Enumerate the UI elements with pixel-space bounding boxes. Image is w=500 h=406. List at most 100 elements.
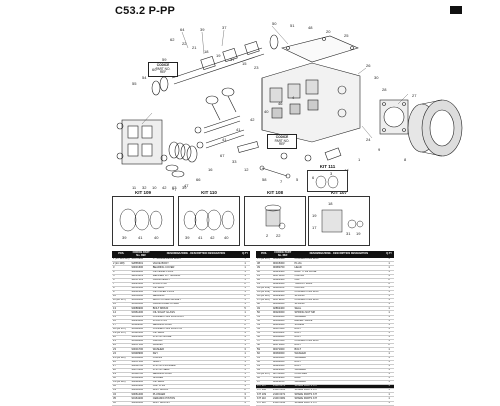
cell-description: BOLT (293, 343, 385, 349)
parts-tables: POS. CODICE PART No. REF DENOMINAZIONE -… (112, 251, 394, 406)
cell-quantity: 1 (384, 364, 394, 369)
kit-108-drawing (264, 204, 286, 230)
kit-109-box: KIT 109 39 41 40 (112, 190, 174, 246)
cell-description: PLUG G 1/4 (151, 319, 241, 324)
cell-part-code: 90059500 (130, 294, 152, 300)
cell-part-code: 90012600 (130, 290, 152, 296)
column-header-qty: Q.TY (240, 251, 250, 259)
cell-position: 47 (kit 110) (256, 298, 272, 304)
cell-quantity: 1 (384, 335, 394, 341)
cell-description: VALVE BODY (151, 261, 241, 267)
cell-description: CAP (293, 278, 385, 283)
kit-110-box: KIT 110 39 41 42 40 (178, 190, 240, 246)
kit-111-box: KIT 111 (307, 164, 348, 192)
kit-label: KIT 107 (308, 190, 370, 195)
cell-part-code: 90124600 (271, 323, 294, 328)
cell-description: BEARING (151, 294, 241, 300)
cell-part-code: 90060000 (271, 351, 294, 357)
kit-label: KIT 109 (112, 190, 174, 195)
callout-number: 42 (162, 185, 167, 190)
callout-number: 4 (292, 95, 295, 100)
callout-number: 41 (222, 137, 227, 142)
callout-number: 40 (264, 109, 269, 114)
cell-quantity: 1 (240, 261, 250, 267)
kit-part-number: 41 (138, 235, 143, 240)
kit-part-number: 40 (224, 235, 229, 240)
cell-quantity: 1 (384, 270, 394, 275)
cell-quantity: 1 (240, 351, 250, 357)
cell-part-code: 92865601 (130, 261, 152, 267)
cell-quantity: 1 (240, 343, 250, 349)
cell-position: 8 (112, 286, 131, 292)
cell-quantity: 1 (384, 372, 394, 377)
cell-position: 12 (112, 302, 131, 308)
cell-position: 52 (256, 319, 272, 324)
callout-number: 5 (296, 177, 299, 182)
cell-description: BALL TYPE HOSE (293, 270, 385, 275)
cell-position: 13 (112, 306, 131, 312)
cell-quantity: 1 (384, 384, 394, 390)
callout-number: 12 (244, 167, 249, 172)
cell-part-code: 90057000 (130, 360, 152, 365)
cell-position: 65 (kit 107) (256, 372, 272, 377)
cell-part-code: 90057500 (130, 343, 152, 349)
cell-position: 37 (kit 107) (256, 258, 272, 263)
kit-109-drawing (119, 208, 163, 232)
cell-quantity: 1 (240, 270, 250, 275)
code-box-line: REF (159, 70, 167, 75)
cell-position: 14 (112, 310, 131, 316)
cell-quantity: 1 (384, 380, 394, 386)
cell-position: 6 (112, 278, 131, 283)
parts-table-right: POS. CODICE PART No. REF DENOMINAZIONE -… (256, 251, 394, 406)
cell-description: BOLT M10X35 (151, 401, 241, 406)
cell-description: OIL SEAL (151, 380, 241, 386)
cell-position: 67 (256, 380, 272, 386)
cell-quantity: 1 (240, 319, 250, 324)
callout-number: 46 (278, 101, 283, 106)
cell-position: 44 (kit 109) (256, 286, 272, 292)
cell-quantity: 2 (240, 282, 250, 287)
column-header-description: DENOMINAZIONE - DESCRIPTION DESIGNATION (151, 251, 241, 259)
callout-number: 16 (208, 167, 213, 172)
callout-number: 18 (204, 49, 209, 54)
cell-part-code: 90023400 (271, 270, 294, 275)
cell-description: OIL SIGHT GLASS (151, 310, 241, 316)
cell-quantity: 1 (240, 286, 250, 292)
cell-part-code: 90023300 (271, 368, 294, 373)
cell-quantity: 3 (240, 392, 250, 398)
callout-number: 1 (358, 157, 361, 162)
table-header-row: POS. CODICE PART No. REF DENOMINAZIONE -… (112, 251, 250, 259)
cell-position: 7 (112, 282, 131, 287)
callout-number: 66 (196, 177, 201, 182)
callout-number: 62 (170, 37, 175, 42)
cell-part-code: 90023100 (130, 282, 152, 287)
kit-108-box: KIT 108 2 22 (244, 190, 306, 246)
cell-position: 63 (256, 364, 272, 369)
cell-part-code: 90061400 (130, 392, 152, 398)
cell-position: 41 (256, 274, 272, 279)
cell-quantity: 1 (384, 376, 394, 382)
small-parts-drawing (237, 141, 342, 179)
cell-description: RELIEF VALVE (293, 319, 385, 324)
cell-quantity: 1 (384, 401, 394, 406)
cell-description: CIRCLIP (151, 339, 241, 345)
cell-position: 26 (112, 360, 131, 365)
cell-part-code: 90034600 (271, 290, 294, 296)
callout-number: 22 (182, 41, 187, 46)
cell-quantity: 8 (240, 388, 250, 394)
leader-lines (141, 25, 409, 139)
cell-part-code: 92813601 (130, 274, 152, 279)
cell-part-code: 91866401 (130, 315, 152, 320)
kit-107-box: KIT 107 18 19 31 17 19 (308, 190, 370, 246)
